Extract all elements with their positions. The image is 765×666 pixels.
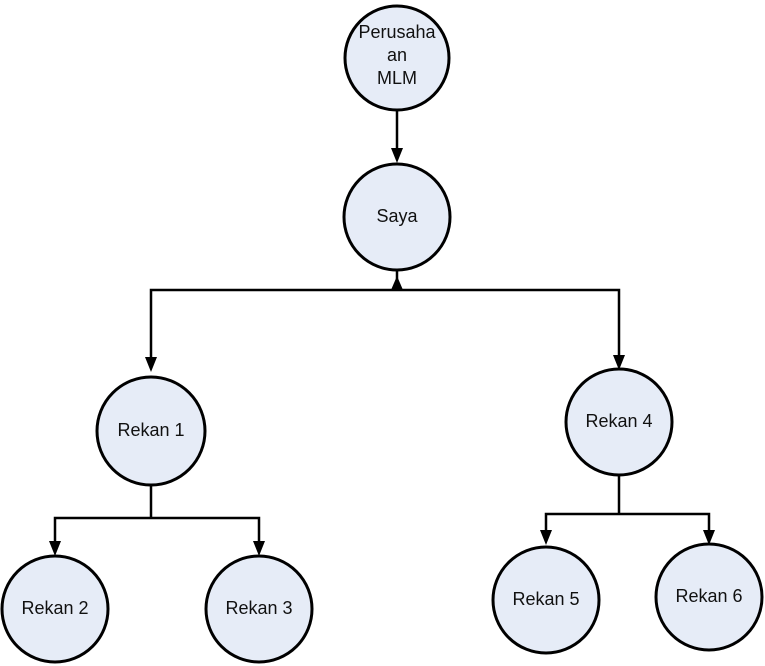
node-rekan4-label: Rekan 4 <box>585 411 652 431</box>
node-rekan1-label: Rekan 1 <box>117 420 184 440</box>
node-rekan6-label: Rekan 6 <box>675 586 742 606</box>
arrowhead-rekan3 <box>253 541 265 556</box>
edge-rekan4-bus <box>544 512 711 533</box>
node-rekan5-circle <box>491 545 601 655</box>
node-perusahaan-label-line3: MLM <box>377 68 417 88</box>
node-rekan2: Rekan 2 <box>0 554 110 664</box>
node-rekan4-circle <box>564 367 674 477</box>
edge-rekan1-bus <box>53 516 261 545</box>
arrowhead-saya <box>391 148 403 163</box>
node-perusahaan: Perusaha an MLM <box>343 4 451 112</box>
node-rekan3: Rekan 3 <box>204 554 314 664</box>
node-rekan3-circle <box>204 554 314 664</box>
node-rekan5-label: Rekan 5 <box>512 589 579 609</box>
arrowhead-rekan2 <box>49 541 61 556</box>
node-rekan1-circle <box>95 375 207 487</box>
node-rekan6: Rekan 6 <box>654 542 764 652</box>
node-saya-circle <box>342 162 452 272</box>
node-rekan3-label: Rekan 3 <box>225 598 292 618</box>
node-rekan6-circle <box>654 542 764 652</box>
node-saya: Saya <box>342 162 452 272</box>
node-rekan2-circle <box>0 554 110 664</box>
edge-saya-bus <box>149 288 621 360</box>
node-rekan2-label: Rekan 2 <box>21 598 88 618</box>
arrowhead-saya-up <box>391 276 403 290</box>
node-rekan4: Rekan 4 <box>564 367 674 477</box>
node-rekan5: Rekan 5 <box>491 545 601 655</box>
arrowhead-rekan1 <box>145 357 157 372</box>
node-perusahaan-label-line2: an <box>387 45 407 65</box>
node-saya-label: Saya <box>376 206 418 226</box>
arrowhead-rekan4 <box>613 355 625 370</box>
node-perusahaan-label-line1: Perusaha <box>358 22 436 42</box>
arrowhead-rekan5 <box>540 530 552 545</box>
node-rekan1: Rekan 1 <box>95 375 207 487</box>
arrowhead-rekan6 <box>703 530 715 545</box>
edges <box>49 110 715 556</box>
node-perusahaan-circle <box>343 4 451 112</box>
